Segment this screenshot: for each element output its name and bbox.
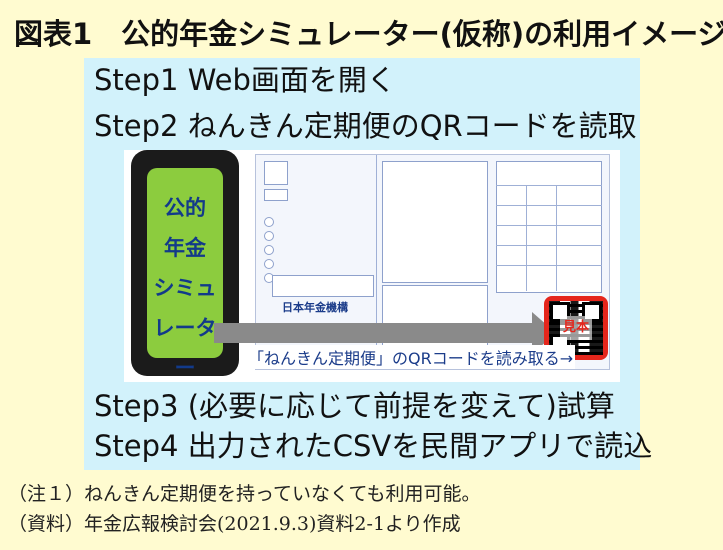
figure-title: 図表1 公的年金シミュレーター(仮称)の利用イメージ <box>14 17 723 51</box>
fold-line <box>376 155 377 369</box>
step-4: Step4 出力されたCSVを民間アプリで読込 <box>94 429 653 463</box>
label-box <box>264 189 288 201</box>
phone-line-4: レーター <box>153 316 217 380</box>
address-box <box>272 275 374 297</box>
table-line <box>526 185 527 291</box>
step-1: Step1 Web画面を開く <box>94 63 396 97</box>
scan-arrow <box>214 323 534 343</box>
phone-line-3: シミュ <box>153 276 217 300</box>
info-section <box>382 161 488 283</box>
phone-screen: 公的 年金 シミュ レーター <box>147 168 223 380</box>
note-1: （注１）ねんきん定期便を持っていなくても利用可能。 <box>8 483 481 505</box>
hole-icon <box>264 231 274 241</box>
phone-line-1: 公的 <box>164 196 206 220</box>
stamp-box <box>264 161 288 185</box>
hole-icon <box>264 259 274 269</box>
qr-code-frame: 見本 <box>544 296 608 360</box>
table-line <box>496 265 602 266</box>
table-line <box>496 225 602 226</box>
table-line <box>496 185 602 186</box>
table-section <box>496 161 602 293</box>
simulator-app-label: 公的 年金 シミュ レーター <box>147 188 223 380</box>
hole-icon <box>264 245 274 255</box>
table-line <box>496 245 602 246</box>
hole-icon <box>264 217 274 227</box>
step-3: Step3 (必要に応じて前提を変えて)試算 <box>94 389 615 423</box>
source-note: （資料）年金広報検討会(2021.9.3)資料2-1より作成 <box>8 513 461 535</box>
logo-text: 日本年金機構 <box>282 301 348 314</box>
smartphone: 公的 年金 シミュ レーター <box>131 150 239 380</box>
qr-caption: 「ねんきん定期便」のQRコードを読み取る→ <box>246 345 576 369</box>
step-2: Step2 ねんきん定期便のQRコードを読取 <box>94 109 637 143</box>
table-line <box>496 205 602 206</box>
table-line <box>556 185 557 291</box>
phone-line-2: 年金 <box>164 236 206 260</box>
sample-stamp: 見本 <box>560 316 592 340</box>
